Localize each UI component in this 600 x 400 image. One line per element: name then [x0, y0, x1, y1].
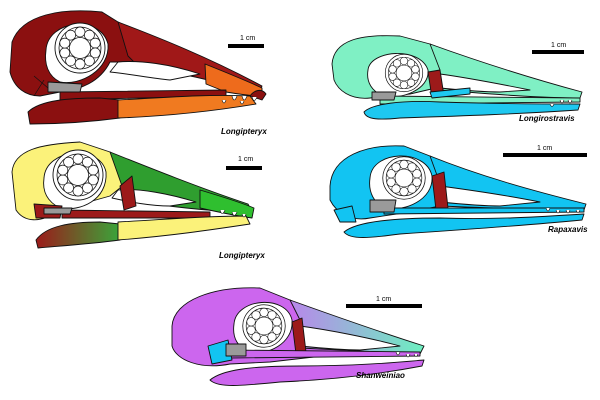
taxon-label: Shanweiniao — [356, 371, 405, 380]
skull-longipteryx-a: 1 cm Longipteryx — [9, 10, 267, 136]
skull-rapaxavis: 1 cm Rapaxavis — [329, 145, 588, 238]
scale-bar: 1 cm — [226, 156, 262, 170]
scale-label: 1 cm — [537, 145, 552, 152]
taxon-label: Longipteryx — [219, 251, 265, 260]
skull-shanweiniao: 1 cm Shanweiniao — [171, 287, 425, 386]
scale-bar: 1 cm — [503, 145, 587, 157]
scale-label: 1 cm — [376, 296, 391, 303]
skull-longipteryx-b: 1 cm Longipteryx — [11, 141, 265, 260]
taxon-label: Longirostravis — [519, 114, 575, 123]
taxon-label: Rapaxavis — [548, 225, 588, 234]
skull-longirostravis: 1 cm Longirostravis — [331, 35, 584, 123]
scale-label: 1 cm — [551, 42, 566, 49]
scale-bar: 1 cm — [346, 296, 422, 308]
scale-label: 1 cm — [240, 35, 255, 42]
taxon-label: Longipteryx — [221, 127, 267, 136]
scale-label: 1 cm — [238, 156, 253, 163]
scale-bar: 1 cm — [228, 35, 264, 48]
scale-bar: 1 cm — [532, 42, 584, 54]
